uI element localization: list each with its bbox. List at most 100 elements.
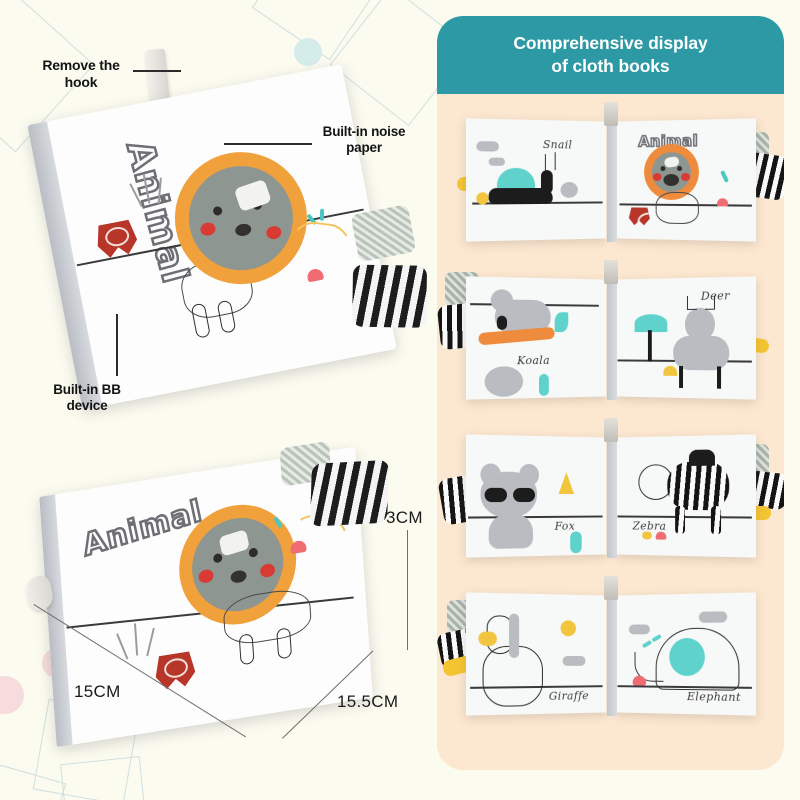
cover-title: Animal [637, 131, 698, 151]
zebra-leg [710, 506, 721, 535]
panel-header-title: Comprehensive display of cloth books [513, 32, 707, 78]
deer-head [684, 307, 715, 341]
top-hanging-tab [603, 418, 618, 442]
page-horizon-line [467, 515, 603, 519]
lion-cheek-left [199, 221, 217, 237]
dimension-label-depth: 15.5CM [337, 692, 399, 711]
giraffe-mane [508, 613, 519, 659]
book-page-right: Zebra [615, 434, 756, 558]
book-mid-spine [606, 434, 617, 558]
water-spray-doodle [641, 639, 652, 649]
hedgehog-doodle [484, 366, 523, 398]
book-mid-spine [606, 592, 617, 716]
deer-antler [686, 295, 697, 310]
book-spine [27, 121, 103, 410]
cloud-doodle [475, 141, 499, 152]
page-label-left: Giraffe [548, 689, 589, 703]
cover-title: Animal [117, 135, 197, 289]
book-spreads-list: Snail Animal [437, 94, 784, 728]
product-photo-bottom-book: Animal [25, 440, 390, 748]
callout-line-2: device [66, 398, 108, 414]
zebra-mane [688, 449, 715, 466]
book-page-left: Fox [465, 434, 606, 558]
deco-circle-teal [294, 38, 322, 66]
cloud-doodle [488, 157, 505, 166]
lion-leg-doodle [276, 627, 293, 660]
cover-title: Animal [78, 492, 207, 565]
page-label-right: Elephant [686, 690, 741, 705]
fox-eye-mask [484, 487, 507, 503]
lion-eye-right [676, 166, 682, 172]
giraffe-snout [477, 631, 497, 646]
leaf-doodle [719, 170, 729, 183]
panel-header-line-1: Comprehensive display [513, 32, 708, 53]
callout-line-1: Built-in noise [322, 124, 406, 139]
lion-face-patch [233, 178, 272, 213]
callout-line-1: Remove the [42, 57, 120, 73]
leader-line-bb-device [116, 314, 118, 376]
koala-ear [490, 289, 513, 312]
lion-face-patch [218, 529, 250, 557]
callout-built-in-bb-device: Built-in BB device [44, 382, 130, 415]
callout-line-1: Built-in BB [53, 382, 121, 397]
book-page-left: Snail [465, 118, 606, 242]
flower-doodle [475, 192, 489, 205]
fox-ear [479, 463, 501, 486]
fox-eye-mask [512, 487, 535, 503]
top-hanging-tab [603, 102, 618, 126]
deer-antler [704, 295, 715, 310]
callout-line-2: hook [64, 74, 98, 91]
small-snail-doodle [560, 181, 578, 198]
top-hanging-tab [603, 260, 618, 284]
lion-cheek-right [259, 562, 276, 579]
snail-antenna [554, 152, 556, 171]
panel-header-line-2: of cloth books [551, 56, 670, 76]
dimension-label-height: 3CM [386, 508, 423, 527]
lion-eye-left [212, 205, 223, 217]
lion-cheek-right [680, 172, 690, 182]
lion-eye-left [660, 166, 665, 172]
book-page-right: Deer [615, 276, 756, 400]
book-spread-4: Giraffe Elephant [437, 576, 761, 728]
koala-nose [496, 315, 507, 330]
zebra-leg [674, 505, 685, 535]
leaf-doodle [273, 516, 283, 529]
book-spread-1: Snail Animal [455, 102, 784, 254]
lion-leg-doodle [238, 633, 255, 666]
striped-side-tab [352, 264, 428, 328]
plant-doodle [569, 531, 582, 554]
leader-line-remove-hook [133, 70, 181, 72]
callout-line-2: paper [346, 140, 382, 156]
tree-doodle [558, 472, 573, 494]
mushroom-doodle [716, 198, 728, 207]
mushroom-doodle [655, 531, 666, 540]
leader-line-noise-paper [224, 143, 312, 145]
tree-branch [477, 326, 555, 346]
top-hanging-tab [603, 576, 618, 600]
book-page-right: Animal [615, 118, 756, 242]
leaf-doodle [554, 312, 568, 333]
book-page-left: Giraffe [465, 592, 606, 716]
page-label-left: Snail [542, 138, 572, 152]
page-label-left: Fox [554, 519, 575, 533]
dimension-line-height [406, 530, 408, 650]
callout-remove-the-hook: Remove the hook [38, 57, 124, 91]
plant-doodle [538, 373, 549, 396]
book-page-right: Elephant [615, 592, 756, 716]
cloud-doodle [561, 655, 586, 666]
product-photo-top-book: Animal [27, 48, 428, 410]
book-spine [39, 494, 73, 748]
mushroom-doodle [632, 675, 646, 686]
lion-eye-right [248, 547, 259, 558]
sun-doodle [560, 620, 576, 637]
mesh-side-tab [350, 204, 417, 263]
lion-cheek-left [652, 173, 661, 181]
left-product-column: Animal A [0, 0, 437, 800]
deer-leg [678, 365, 683, 388]
snail-head [540, 170, 553, 194]
fox-ear [518, 463, 539, 487]
deer-leg [716, 366, 721, 389]
tree-stump-doodle [628, 207, 649, 225]
book-spread-3: Fox Zebra [437, 418, 784, 570]
small-flower-doodle [641, 531, 652, 540]
